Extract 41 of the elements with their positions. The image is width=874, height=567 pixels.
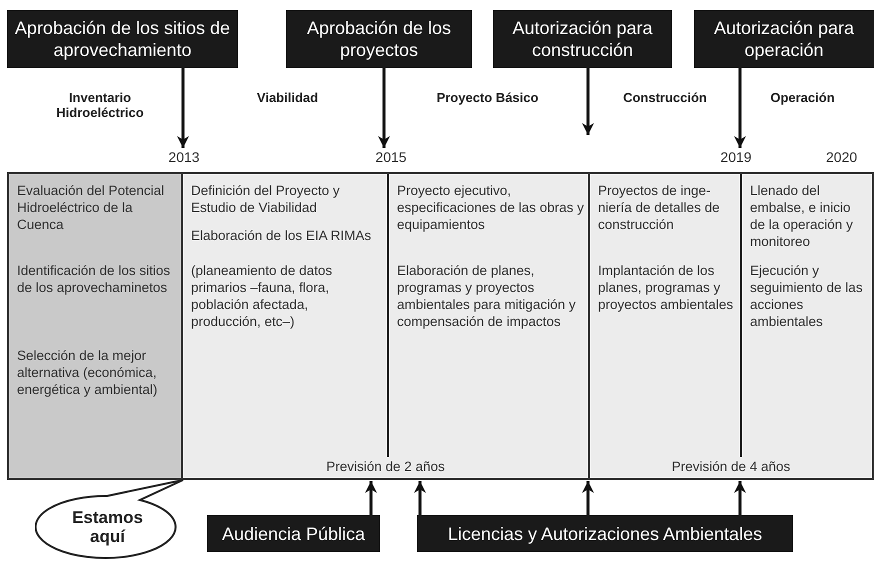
arrow [582, 481, 594, 515]
arrow [582, 68, 594, 135]
milestone-box: Aprobación de los proyectos [286, 10, 472, 68]
milestone-box: Licencias y Autorizaciones Ambientales [417, 515, 793, 552]
arrow [365, 481, 377, 515]
milestone-box: Autorización para operación [694, 10, 874, 68]
arrow [414, 481, 426, 515]
phase-panel [183, 172, 590, 480]
phase-heading: Proyecto Básico [436, 90, 540, 105]
phase-heading: Operación [769, 90, 836, 105]
phase-panel [590, 172, 874, 480]
activity-text: Evaluación del Potencial Hidroeléctrico de la Cuenca [17, 182, 166, 233]
year-label: 2019 [718, 149, 754, 167]
year-label: 2015 [373, 149, 409, 167]
phase-heading: Construcción [622, 90, 708, 105]
arrow [177, 68, 189, 148]
arrow [734, 481, 746, 515]
phase-heading: Inventario Hidroeléctrico [55, 90, 145, 120]
duration-text: Previsión de 4 años [670, 459, 792, 474]
activity-text: Implantación de los planes, programas y proyectos ambientales [598, 262, 734, 313]
activity-text: (planeamiento de datos primarios –fauna, flora, población afectada, producción, etc–) [191, 262, 334, 330]
phase-column [7, 172, 183, 480]
activity-text: Selección de la mejor alternativa (económica, energética y ambiental) [17, 347, 158, 398]
year-label: 2020 [826, 149, 858, 165]
milestone-box: Aprobación de los sitios de aprovechamiento [7, 10, 238, 68]
activity-text: Proyecto ejecutivo, especificaciones de las obras y equipamientos [397, 182, 584, 233]
year-label: 2013 [166, 149, 202, 167]
arrow [734, 68, 746, 148]
milestone-box: Autorización para construcción [493, 10, 672, 68]
phase-heading: Viabilidad [256, 90, 320, 105]
milestone-box: Audiencia Pública [207, 515, 380, 552]
activity-text: Elaboración de los EIA RIMAs [191, 227, 372, 244]
activity-text: Llenado del embalse, e inicio de la operación y monitoreo [750, 182, 854, 250]
bubble-text: Estamos aquí [71, 508, 144, 546]
activity-text: Definición del Proyecto y Estudio de Viabilidad [191, 182, 341, 216]
activity-text: Identificación de los sitios de los aprovechaminetos [17, 262, 172, 296]
activity-text: Elaboración de planes, programas y proyectos ambientales para mitigación y compensación de impactos [397, 262, 577, 330]
activity-text: Proyectos de inge- niería de detalles de construcción [598, 182, 721, 233]
activity-text: Ejecución y seguimiento de las acciones ambientales [750, 262, 864, 330]
duration-text: Previsión de 2 años [325, 459, 446, 474]
arrow [378, 68, 390, 148]
